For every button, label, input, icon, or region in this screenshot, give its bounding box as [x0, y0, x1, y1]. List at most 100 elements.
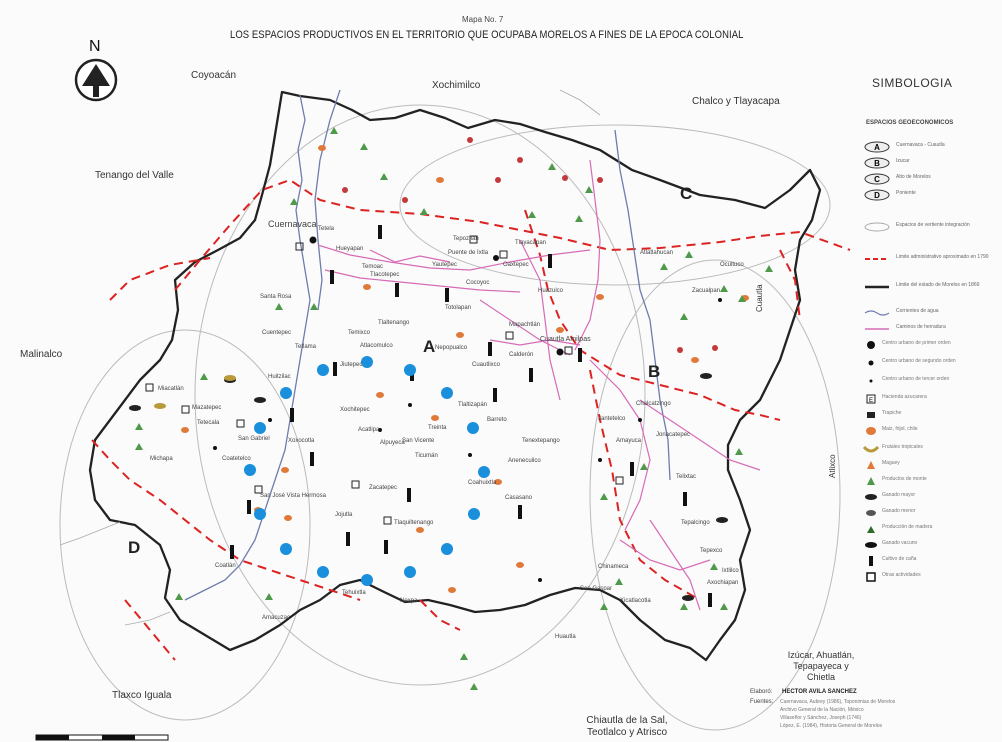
place-temoac: Temoac — [362, 264, 384, 270]
river-line-icon — [864, 310, 890, 316]
legend-sym-10: Ganado menor — [858, 506, 1002, 520]
legend-sym-5: Maiz, frijol, chile — [858, 424, 1002, 438]
legend-line-river-label: Corrientes de agua — [896, 308, 939, 314]
legend-item-a-label: Cuernavaca - Cuautla — [896, 142, 945, 148]
place-ixtlilco: Ixtlilco — [722, 568, 739, 574]
legend-line-river: Corrientes de agua — [858, 306, 1002, 320]
neighbor-roads — [59, 89, 601, 626]
legend-sym-2: Centro urbano de tercer orden — [858, 374, 1002, 388]
place-tetecala: Tetecala — [197, 420, 220, 426]
place-tlacotepec: Tlacotepec — [370, 272, 400, 278]
place-sangabriel: San Gabriel — [238, 436, 270, 442]
scale-bar — [35, 734, 169, 741]
legend-sym-2-label: Centro urbano de tercer orden — [882, 376, 950, 382]
place-sangaspar: San Gaspar — [580, 586, 613, 592]
legend-sym-1: Centro urbano de segundo orden — [858, 356, 1002, 370]
map-title: LOS ESPACIOS PRODUCTIVOS EN EL TERRITORI… — [230, 29, 744, 41]
neighbor-cuautla-river: Cuautla — [755, 284, 764, 312]
city-markers — [213, 236, 722, 582]
legend-region-c-icon: C — [864, 173, 890, 185]
region-label-c: C — [680, 184, 693, 203]
place-jantetelco: Jantetelco — [598, 416, 626, 422]
place-cuautlixco: Cuautlixco — [472, 362, 501, 368]
neighbor-coyoacan: Coyoacán — [191, 70, 237, 81]
place-puente-ixtla: Puente de Ixtla — [448, 250, 489, 256]
rivers — [184, 89, 671, 601]
north-label: N — [89, 38, 101, 55]
influence-ellipse-c — [399, 124, 831, 286]
place-nexpa: Nexpa — [400, 598, 418, 604]
place-jiutepec: Jiutepec — [340, 362, 363, 368]
neighbor-atlixco: Atlixco — [828, 454, 837, 478]
legend-sym-13: Cultivo de caña — [858, 554, 1002, 568]
credits-line-1: Archivo General de la Nación, México — [780, 707, 864, 713]
legend-subtitle: ESPACIOS GEOECONOMICOS — [866, 120, 954, 126]
legend-title: SIMBOLOGIA — [872, 76, 953, 90]
legend-line-dash: Limite administrativo aproximado en 1790 — [858, 252, 1002, 266]
legend-item-d-label: Poniente — [896, 190, 916, 196]
place-tlaltenango: Tlaltenango — [378, 320, 410, 326]
legend-sym-12-label: Ganado vacuno — [882, 540, 918, 546]
animal-symbols — [129, 373, 728, 601]
dash-line-icon — [865, 258, 889, 260]
place-puente: San José Vista Hermosa — [260, 493, 326, 499]
cactus-icon — [867, 461, 875, 469]
place-amacuzac: Amacuzac — [262, 615, 291, 621]
place-jonacatepec: Jonacatepec — [656, 432, 691, 438]
wood-icon — [867, 526, 875, 533]
legend-line-ellipse-label: Espacios de vertiente integración — [896, 222, 970, 228]
place-santarosa: Santa Rosa — [260, 294, 292, 300]
place-huitzilac: Huitzilac — [268, 374, 291, 380]
legend-sym-9: Ganado mayor — [858, 490, 1002, 504]
orange-icon — [866, 427, 876, 435]
place-cocoyoc: Cocoyoc — [466, 280, 490, 286]
legend-sym-8-label: Productos de monte — [882, 476, 927, 482]
place-axochiapan: Axochiapan — [707, 580, 739, 586]
square-icon — [866, 572, 876, 582]
legend-sym-11-label: Producción de madera — [882, 524, 933, 530]
influence-ellipse-b — [589, 259, 841, 731]
place-chinameca: Chinameca — [598, 564, 629, 570]
red-dot-symbols — [342, 137, 718, 353]
svg-text:D: D — [874, 191, 880, 200]
influence-ellipse-d — [59, 329, 311, 721]
thick-line-icon — [865, 285, 889, 289]
state-boundary — [88, 90, 822, 662]
credits-author: HECTOR AVILA SANCHEZ — [782, 689, 857, 695]
place-tehuixtla: Tehuixtla — [342, 590, 366, 596]
region-label-b: B — [648, 362, 661, 381]
influence-ellipse-a — [194, 104, 646, 686]
place-huazulco: Huazulco — [538, 288, 564, 294]
place-mazatepec: Mazatepec — [192, 405, 222, 411]
place-huautla: Huautla — [555, 634, 576, 640]
neighbor-izucar: Izúcar, Ahuatlán, Tepapayeca y Chietla — [787, 650, 855, 682]
place-tepalcingo: Tepalcingo — [681, 520, 710, 526]
big-dot-icon — [867, 341, 875, 349]
neighbor-tenango: Tenango del Valle — [95, 170, 174, 181]
svg-text:C: C — [874, 175, 880, 184]
legend-line-thick-label: Limite del estado de Morelos en 1869 — [896, 282, 980, 288]
place-tetela: Barreto — [487, 417, 507, 423]
place-tenextepango: Tenextepango — [522, 438, 560, 444]
legend-region-a-icon: A — [864, 141, 890, 153]
place-coatlan: Coatlán — [215, 563, 236, 569]
credits-line-3: López, E. (1984), Historia General de Mo… — [780, 723, 882, 729]
legend-line-road: Caminos de herradura — [858, 322, 1002, 336]
credits-line-0: Cuernavaca, Aubrey (1986), Toponimias de… — [780, 699, 896, 705]
place-amayuca: Amayuca — [616, 438, 642, 444]
legend-sym-0: Centro urbano de primer orden — [858, 338, 1002, 352]
place-coahuixtla: Coahuixtla — [468, 480, 497, 486]
place-cuernavaca: Cuernavaca — [268, 219, 317, 229]
place-tepoztlan: Tepoztlán — [453, 236, 479, 242]
roads — [317, 159, 761, 611]
place-casasano: Casasano — [505, 495, 533, 501]
place-tetlama: Tetlama — [295, 344, 317, 350]
north-arrow — [74, 58, 118, 102]
place-temixco: Temixco — [348, 330, 371, 336]
legend-sym-7-label: Maguey — [882, 460, 900, 466]
place-jojutla: Jojutla — [335, 512, 353, 518]
legend-sym-8: Productos de monte — [858, 474, 1002, 488]
place-coatetelco: Coatetelco — [222, 456, 251, 462]
legend-sym-11: Producción de madera — [858, 522, 1002, 536]
place-alpuyeca: Alpuyeca — [380, 440, 405, 446]
